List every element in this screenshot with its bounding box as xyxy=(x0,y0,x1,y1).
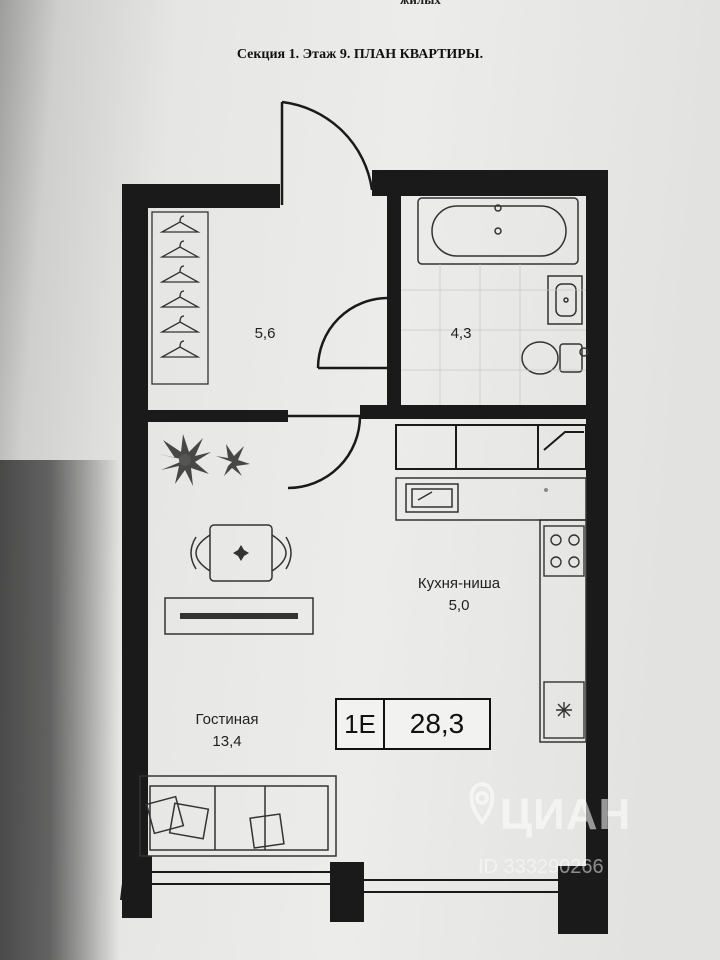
cut-off-text: жилых xyxy=(400,0,441,8)
living-area: 13,4 xyxy=(212,733,242,750)
wall-bath-left xyxy=(387,196,401,412)
kitchen-name: Кухня-ниша xyxy=(417,575,501,592)
windows xyxy=(152,871,558,893)
watermark-brand: ЦИАН xyxy=(500,790,632,839)
kitchen-counter xyxy=(395,477,587,743)
bathtub xyxy=(417,197,579,265)
counter-dot xyxy=(544,488,548,492)
tv-console xyxy=(164,597,314,635)
wall-bath-bottom xyxy=(360,405,588,419)
outer-wall-top-left xyxy=(122,184,280,208)
apartment-type-code: 1Е xyxy=(337,700,385,748)
outer-wall-bottom-right xyxy=(558,866,608,934)
sofa xyxy=(139,775,337,857)
table-plant-icon xyxy=(233,545,249,561)
outer-wall-bottom-left xyxy=(122,856,152,918)
outer-wall-left-main xyxy=(122,188,148,860)
outer-wall-top-right xyxy=(372,170,608,196)
hanger-icon xyxy=(159,215,201,358)
stove xyxy=(543,525,585,577)
bath-tiles xyxy=(401,264,586,405)
page-heading: Секция 1. Этаж 9. ПЛАН КВАРТИРЫ. xyxy=(236,47,484,62)
location-pin-icon xyxy=(469,781,495,826)
wardrobe xyxy=(151,211,209,385)
fridge xyxy=(543,681,585,739)
wall-hall-bottom xyxy=(148,410,288,422)
outer-wall-bottom-mid xyxy=(330,862,364,922)
walls xyxy=(120,170,608,934)
bathroom-sink xyxy=(547,275,583,325)
outer-wall-right xyxy=(586,170,608,870)
hallway-area: 5,6 xyxy=(254,325,276,342)
hand-shadow xyxy=(0,460,120,960)
kitchen-area: 5,0 xyxy=(448,597,470,614)
kitchen-sink xyxy=(405,483,459,513)
entrance-door xyxy=(280,100,374,205)
dining-table xyxy=(190,524,292,582)
living-name: Гостиная xyxy=(195,711,259,728)
apartment-badge: 1Е 28,3 xyxy=(335,698,491,750)
living-door xyxy=(287,414,362,490)
upper-cabinets xyxy=(395,424,587,470)
bathroom-door xyxy=(316,296,389,370)
apartment-total-area: 28,3 xyxy=(409,708,465,739)
toilet xyxy=(521,341,589,375)
bathroom-area: 4,3 xyxy=(450,325,472,342)
watermark-id: ID 333290266 xyxy=(478,856,604,878)
plant-icon xyxy=(159,434,250,486)
